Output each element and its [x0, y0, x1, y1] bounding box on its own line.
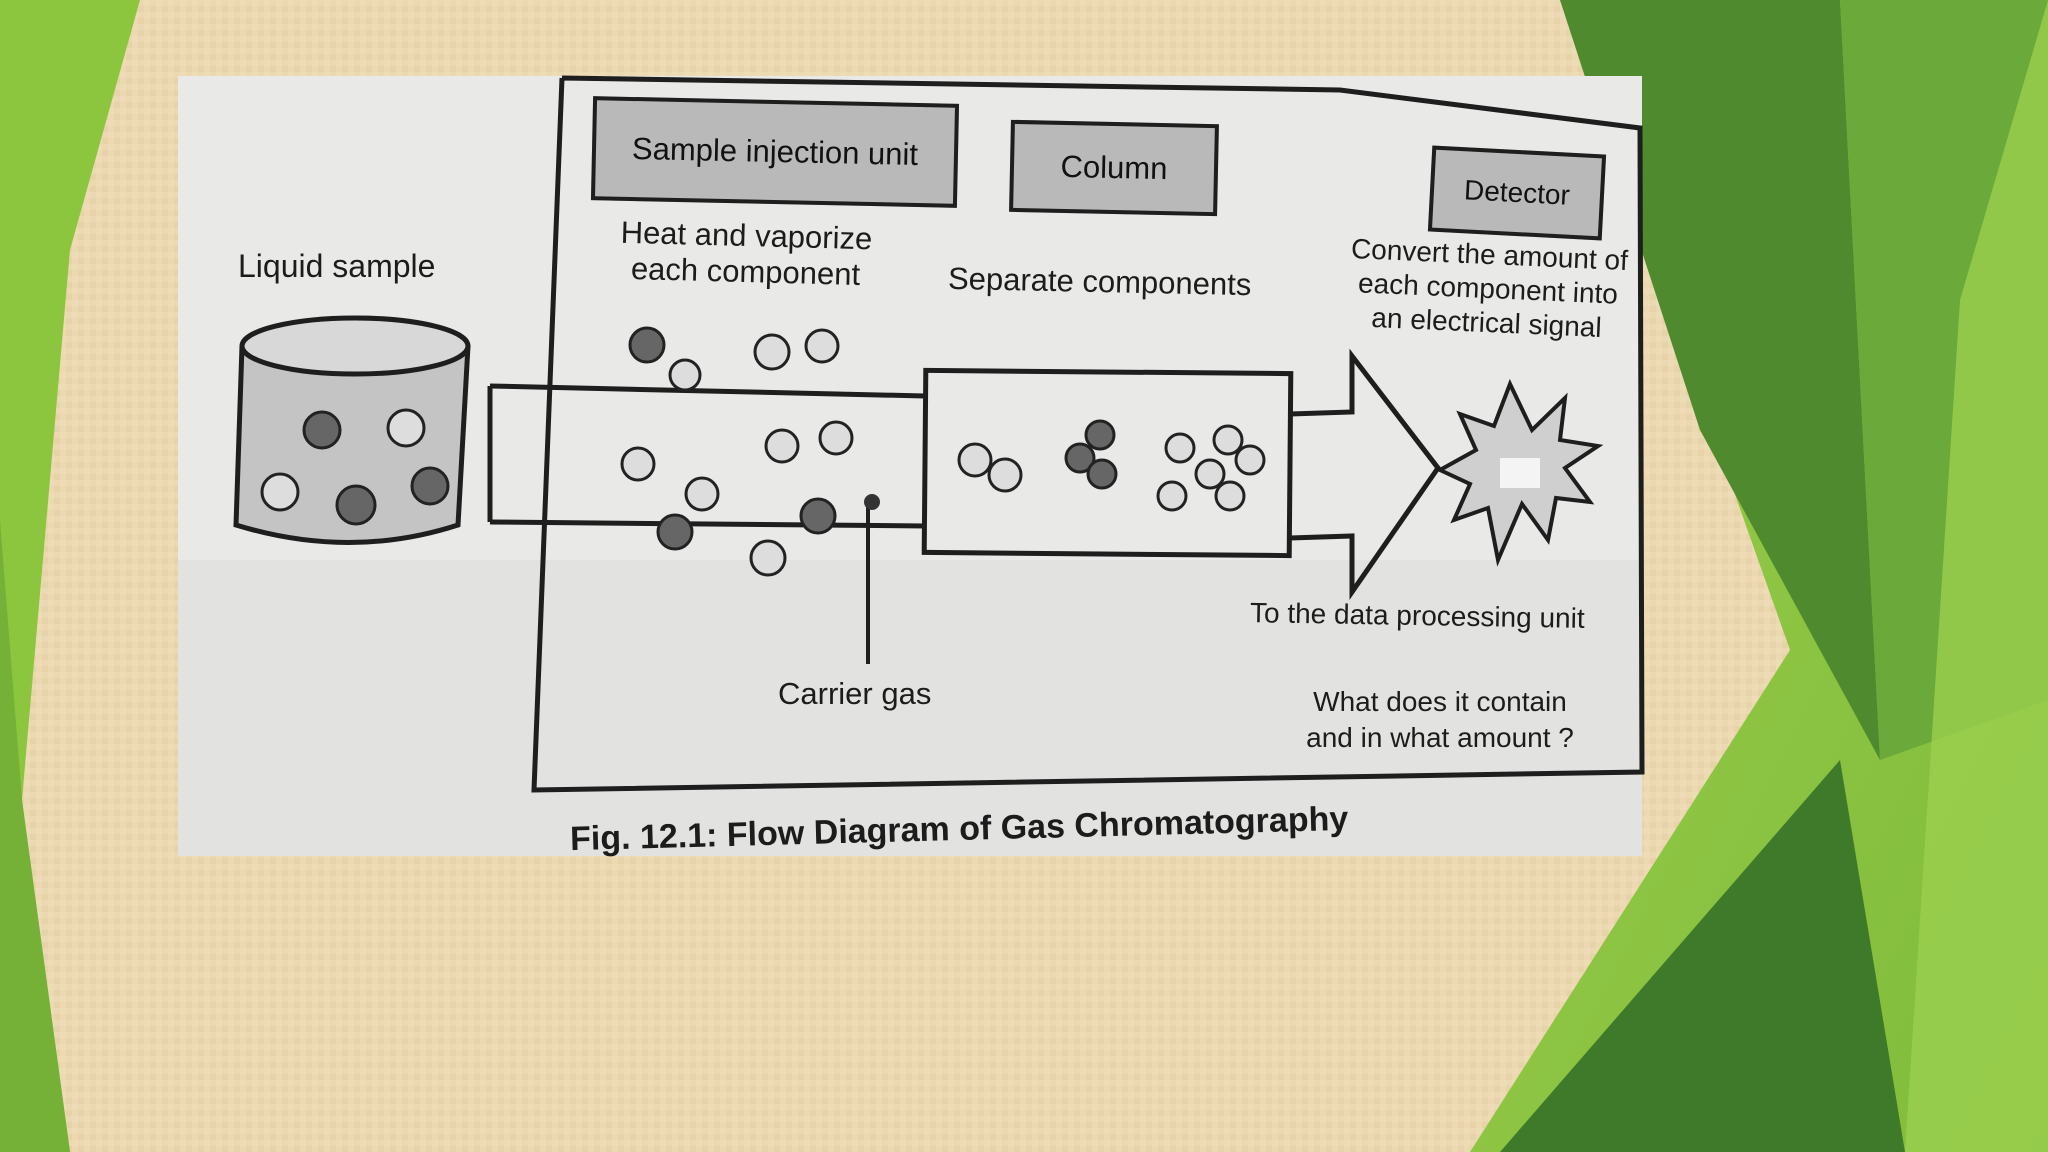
vaporized-molecules: [620, 326, 854, 577]
sample-injection-unit-box: Sample injection unit: [590, 96, 960, 208]
detector-box: Detector: [1427, 145, 1607, 241]
figure-paper-shade: [178, 560, 1642, 856]
detector-description: Convert the amount of each component int…: [1336, 232, 1640, 347]
column-description: Separate components: [947, 260, 1252, 303]
right-green-highlight: [1905, 0, 2048, 1152]
sample-injection-unit-label: Sample injection unit: [631, 131, 919, 172]
left-green-edge: [0, 520, 70, 1152]
column-label: Column: [1060, 148, 1168, 187]
injection-tube: [487, 383, 926, 529]
carrier-gas-label: Carrier gas: [778, 676, 932, 711]
separated-molecules: [957, 419, 1266, 512]
question-text: What does it contain and in what amount …: [1280, 684, 1600, 756]
right-green-dark-bottom: [1500, 760, 1905, 1152]
liquid-sample-label: Liquid sample: [238, 248, 436, 284]
instrument-frame: [531, 75, 1645, 793]
left-green-band: [0, 0, 140, 1152]
output-arrow: [1289, 348, 1442, 600]
data-processing-label: To the data processing unit: [1249, 597, 1585, 634]
question-line1: What does it contain: [1313, 686, 1567, 717]
injection-description: Heat and vaporize each component: [595, 214, 897, 294]
detector-glow: [1500, 458, 1540, 488]
question-line2: and in what amount ?: [1306, 722, 1574, 753]
carrier-gas-dot: [864, 494, 880, 510]
sample-vial-icon: [233, 315, 471, 545]
column-box: Column: [1009, 119, 1219, 217]
column-tube: [921, 367, 1294, 559]
detector-label: Detector: [1463, 174, 1571, 211]
